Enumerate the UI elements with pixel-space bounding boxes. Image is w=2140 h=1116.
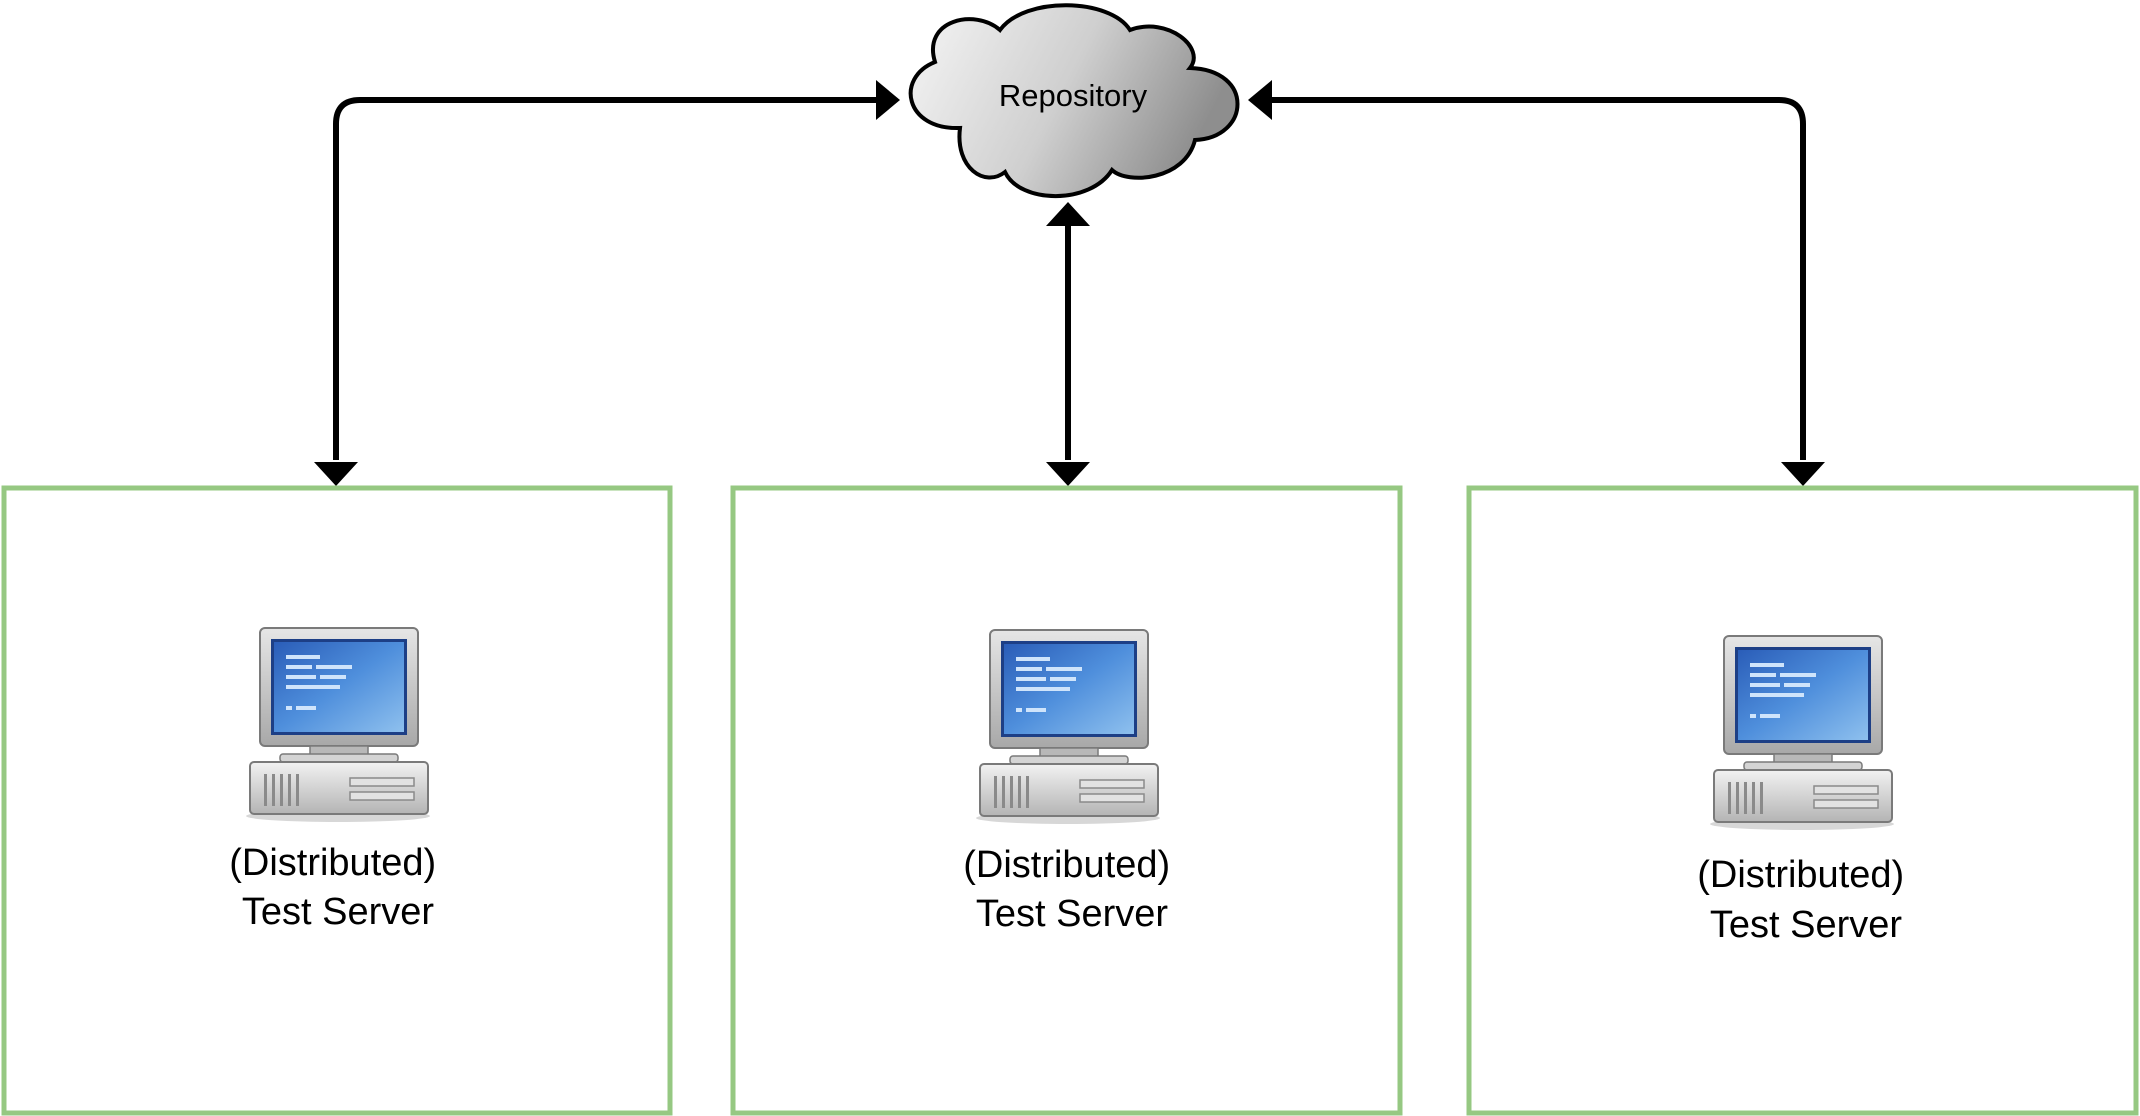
server-node: (Distributed) Test Server bbox=[1, 485, 673, 1116]
arrowhead-right-top bbox=[1248, 80, 1272, 120]
server-label-line2: Test Server bbox=[242, 891, 435, 933]
server-box bbox=[1, 485, 673, 1116]
server-node: (Distributed) Test Server bbox=[1466, 485, 2139, 1116]
connectors bbox=[333, 97, 1806, 460]
server-label: (Distributed) Test Server bbox=[963, 844, 1181, 935]
server-node: (Distributed) Test Server bbox=[730, 485, 1403, 1116]
arrowhead-center-top bbox=[1046, 202, 1090, 226]
computer-icon bbox=[975, 629, 1161, 825]
server-label-line2: Test Server bbox=[1710, 904, 1903, 946]
arrowhead-center-bottom bbox=[1046, 462, 1090, 486]
arrowhead-right-bottom bbox=[1781, 462, 1825, 486]
server-box bbox=[730, 485, 1403, 1116]
server-label: (Distributed) Test Server bbox=[1697, 854, 1915, 946]
connector-left bbox=[333, 97, 878, 460]
connector-right bbox=[1268, 97, 1806, 460]
repository-node: Repository bbox=[908, 3, 1240, 199]
server-label-line1: (Distributed) bbox=[1697, 854, 1904, 896]
arrowhead-left-top bbox=[876, 80, 900, 120]
server-box bbox=[1466, 485, 2139, 1116]
server-label-line2: Test Server bbox=[976, 893, 1169, 935]
repository-label: Repository bbox=[999, 78, 1148, 113]
server-label: (Distributed) Test Server bbox=[229, 842, 447, 933]
cloud-icon bbox=[908, 3, 1240, 199]
server-label-line1: (Distributed) bbox=[963, 844, 1170, 886]
computer-icon bbox=[1709, 635, 1895, 831]
arrowhead-left-bottom bbox=[314, 462, 358, 486]
computer-icon bbox=[245, 627, 431, 823]
arrowheads bbox=[314, 80, 1825, 486]
server-label-line1: (Distributed) bbox=[229, 842, 436, 884]
